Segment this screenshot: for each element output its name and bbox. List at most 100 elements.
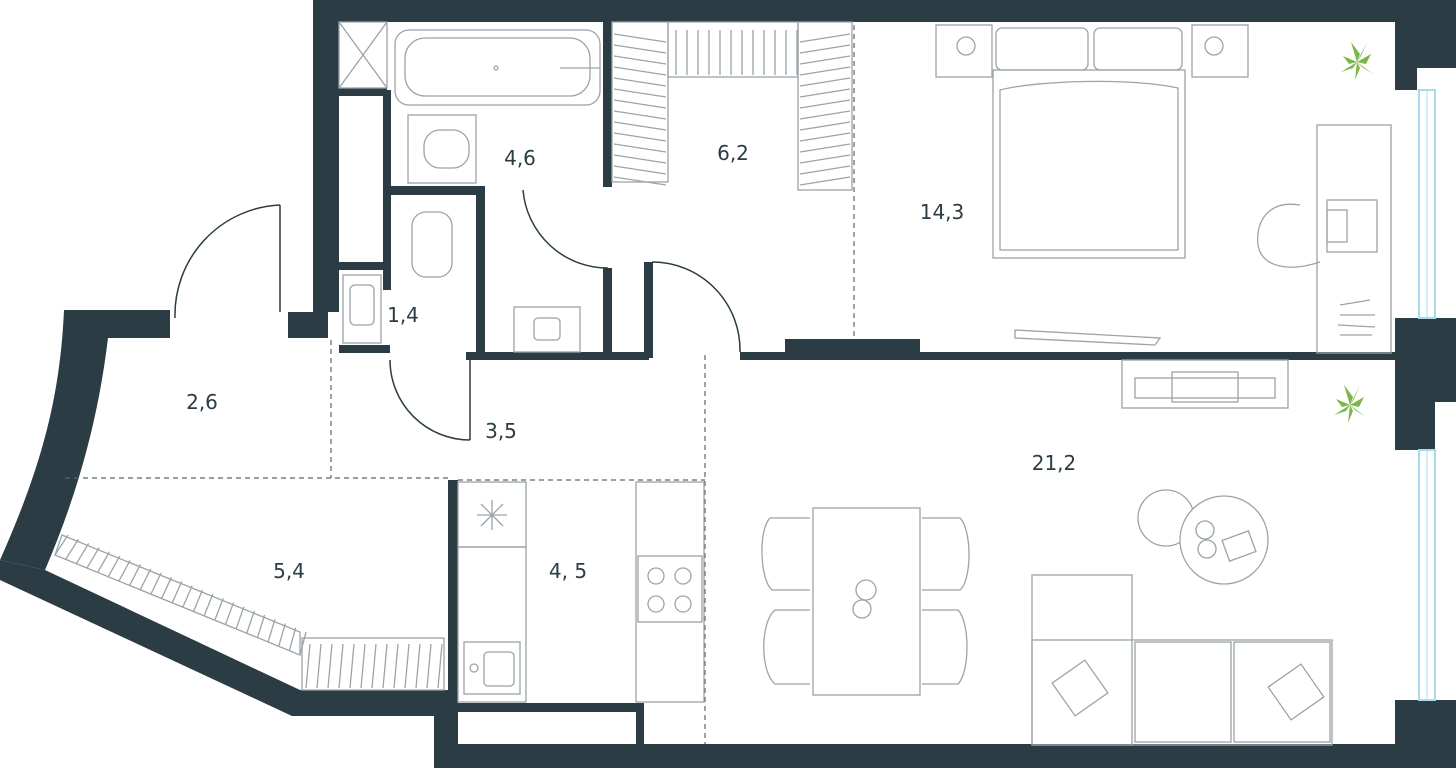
- balcony-bottom-wall: [0, 560, 434, 716]
- balcony-hatch: [171, 581, 183, 604]
- balcony-hatch: [316, 643, 322, 689]
- balcony-hatch: [327, 643, 333, 689]
- kitchen-bottom-wall: [458, 703, 643, 712]
- windows: [1418, 89, 1436, 701]
- wardrobe-hatch: [799, 55, 851, 65]
- bottom-left-wall: [434, 690, 458, 768]
- balcony-hatch: [203, 593, 214, 617]
- balcony-hatch: [426, 643, 432, 689]
- living-furniture: [761, 359, 1333, 746]
- toilet-door-post: [466, 352, 484, 360]
- wardrobe-hatch: [613, 110, 667, 120]
- balcony-hatch: [382, 643, 388, 689]
- chair-icon: [1257, 203, 1321, 268]
- kitchen-left-wall: [448, 480, 458, 700]
- balcony-hatch: [192, 589, 204, 612]
- tv-stand: [1121, 359, 1289, 409]
- chair-icon: [922, 517, 970, 591]
- toilet-icon: [411, 211, 453, 278]
- wardrobe-hatch: [613, 88, 667, 98]
- wardrobe-hatch: [799, 165, 851, 175]
- niche-bottom: [339, 262, 387, 270]
- toilet-bottom-wall: [339, 345, 390, 353]
- wardrobe-hatch: [799, 110, 851, 120]
- shower-cabinet: [338, 21, 388, 89]
- wardrobe-hatch: [799, 176, 851, 186]
- table-icon: [812, 507, 921, 696]
- balcony-hatch: [299, 631, 307, 656]
- balcony-hatch: [118, 559, 131, 582]
- balcony-hatch: [288, 627, 297, 651]
- wardrobe-hatch: [613, 55, 667, 65]
- stove-icon: [637, 555, 703, 623]
- chair-icon: [761, 517, 810, 591]
- nightstand: [1191, 24, 1249, 78]
- balcony-hatch: [278, 623, 286, 647]
- wardrobe-hatch: [613, 176, 667, 186]
- balcony-hatch: [139, 568, 152, 591]
- toilet-left-wall: [383, 90, 391, 290]
- wardrobe-hatch: [613, 132, 667, 142]
- balcony-hatch: [107, 555, 121, 578]
- balcony-hatch: [86, 547, 100, 569]
- bedroom-wall-block: [785, 339, 920, 357]
- bathroom-fixtures: [338, 21, 601, 353]
- chair-icon: [922, 609, 968, 685]
- bath-wardrobe-wall-lower: [603, 268, 612, 358]
- room-area-bathroom: 4,6: [504, 146, 536, 170]
- room-area-wardrobe: 6,2: [717, 141, 749, 165]
- room-area-living: 21,2: [1032, 451, 1077, 475]
- sink-icon: [463, 641, 521, 695]
- balcony-hatch: [160, 576, 173, 599]
- balcony-hatch: [267, 619, 276, 643]
- balcony-hatch: [246, 610, 255, 634]
- balcony-hatch: [415, 643, 421, 689]
- doors: [174, 189, 741, 441]
- room-labels: 4,6 6,2 14,3 1,4 2,6 3,5 21,2 5,4 4, 5: [186, 141, 1076, 583]
- wardrobe-hatch: [613, 154, 667, 164]
- wardrobe-hatch: [613, 66, 667, 76]
- wardrobe-hatch: [613, 77, 667, 87]
- balcony-hatch: [182, 585, 193, 608]
- balcony-hatch: [371, 643, 377, 689]
- wardrobe-hatch: [799, 44, 851, 54]
- bed-icon: [992, 69, 1186, 259]
- entrance-post: [288, 312, 328, 338]
- balcony-hatch: [393, 643, 399, 689]
- entrance-door: [174, 204, 281, 319]
- toilet-top-wall: [383, 186, 485, 195]
- balcony-hatch: [128, 564, 142, 586]
- room-area-bedroom: 14,3: [920, 200, 965, 224]
- wardrobe-hatch: [613, 143, 667, 153]
- left-bath-wall: [313, 0, 339, 312]
- wardrobe-hatch: [613, 33, 667, 43]
- right-wall-top: [1395, 0, 1417, 90]
- wardrobe-left: [611, 21, 669, 183]
- room-area-toilet: 1,4: [387, 303, 419, 327]
- wardrobe-hatch: [613, 165, 667, 175]
- sofa-icon: [1031, 574, 1133, 746]
- wardrobe-hatch: [613, 99, 667, 109]
- right-wall-mid2: [1395, 380, 1435, 450]
- desk: [1316, 124, 1392, 354]
- balcony-shelves: [54, 534, 445, 691]
- wardrobe-hatch: [799, 77, 851, 87]
- wardrobe-hatch: [799, 99, 851, 109]
- plant-icon: [1334, 385, 1366, 423]
- zone-dividers: [65, 25, 855, 744]
- curved-wall: [0, 310, 110, 570]
- plant-icon: [1341, 42, 1373, 80]
- wardrobe-hatch: [799, 143, 851, 153]
- balcony-hatch: [437, 643, 443, 689]
- wardrobe-hatch: [613, 121, 667, 131]
- room-area-entrance: 2,6: [186, 390, 218, 414]
- wardrobe-hatch: [799, 88, 851, 98]
- balcony-hatch: [97, 551, 110, 573]
- bottom-wall: [434, 744, 1395, 768]
- bedroom-bottom-wall: [740, 352, 1395, 360]
- balcony-hatch: [75, 543, 90, 565]
- room-area-hall: 3,5: [485, 419, 517, 443]
- balcony-hatch: [214, 598, 224, 621]
